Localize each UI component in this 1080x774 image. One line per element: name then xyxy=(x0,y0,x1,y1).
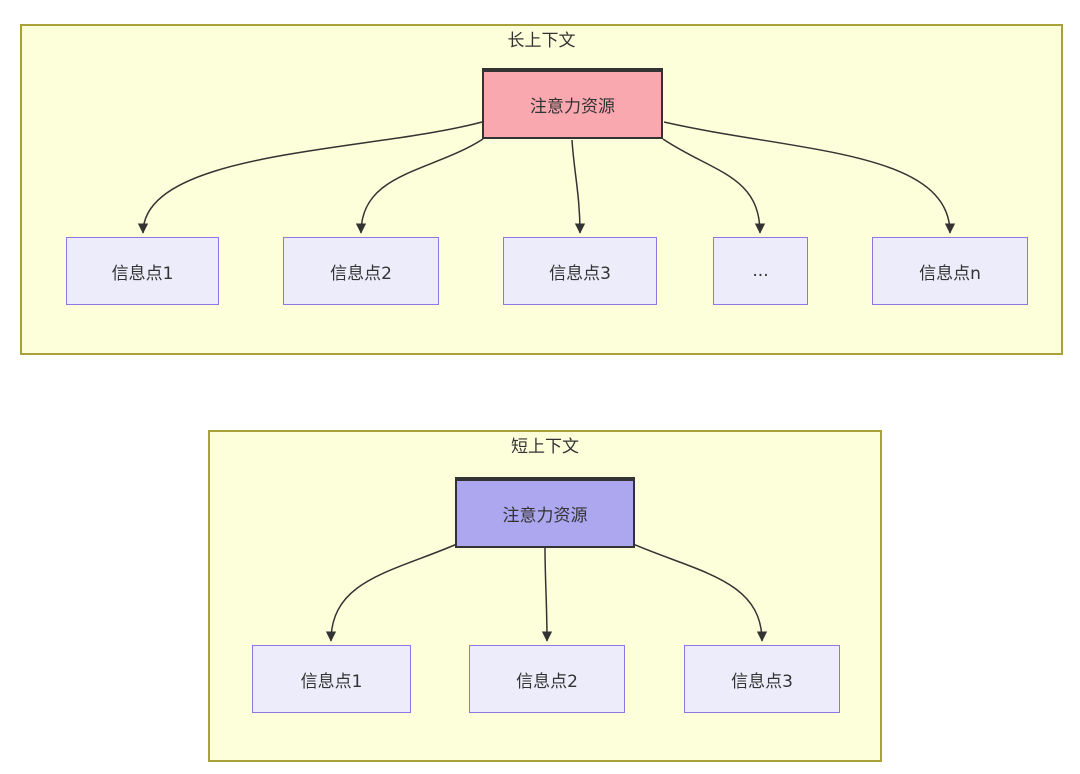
info-node-long-n: 信息点n xyxy=(872,237,1028,305)
panel-long-context-title: 长上下文 xyxy=(507,31,576,51)
info-node-short-2: 信息点2 xyxy=(469,645,625,713)
info-node-long-3: 信息点3 xyxy=(503,237,657,305)
panel-short-context-title: 短上下文 xyxy=(511,437,579,457)
info-node-long-ellipsis: ... xyxy=(713,237,808,305)
info-node-long-2: 信息点2 xyxy=(283,237,439,305)
info-node-long-1: 信息点1 xyxy=(66,237,219,305)
attention-resource-node-short: 注意力资源 xyxy=(455,477,635,548)
info-node-short-3: 信息点3 xyxy=(684,645,840,713)
info-node-short-1: 信息点1 xyxy=(252,645,411,713)
attention-resource-node-long: 注意力资源 xyxy=(482,68,663,139)
